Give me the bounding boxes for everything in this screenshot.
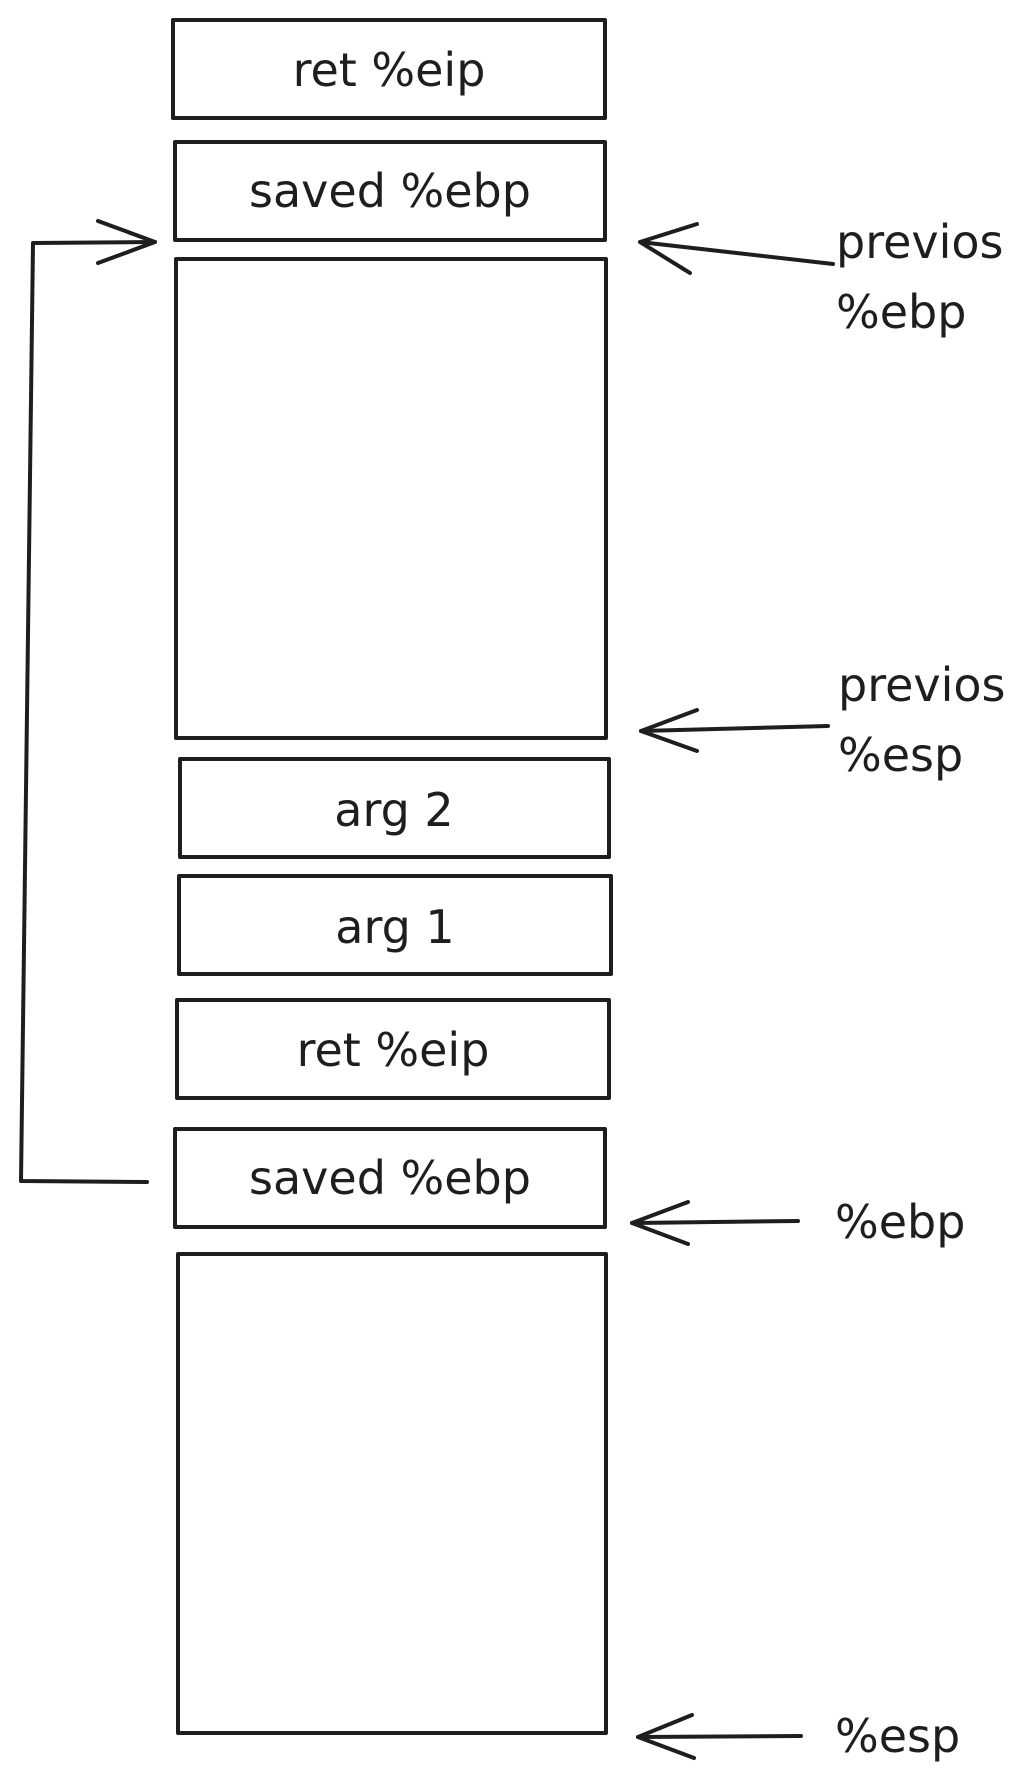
- pointer-arrow-ebp: [630, 1200, 800, 1246]
- pointer-label-previous-ebp-line-2: %ebp: [836, 285, 966, 339]
- slot-label-saved-ebp-lower: saved %ebp: [249, 1151, 531, 1205]
- pointer-label-esp-line-1: %esp: [835, 1709, 960, 1763]
- stack-slot-ret-eip-upper: ret %eip: [171, 18, 607, 120]
- saved-ebp-link-arrow: [19, 219, 157, 1184]
- slot-label-ret-eip-upper: ret %eip: [293, 43, 486, 97]
- pointer-arrow-previous-ebp: [638, 222, 835, 275]
- pointer-arrow-previous-esp: [639, 708, 830, 753]
- pointer-label-previous-esp: previos %esp: [838, 658, 1006, 782]
- pointer-label-previous-ebp: previos %ebp: [836, 215, 1004, 339]
- stack-slot-arg-2: arg 2: [178, 757, 611, 859]
- stack-slot-saved-ebp-lower: saved %ebp: [173, 1127, 607, 1229]
- stack-slot-prev-frame-locals: [174, 257, 608, 740]
- pointer-arrow-esp: [636, 1713, 803, 1760]
- pointer-label-ebp: %ebp: [835, 1195, 965, 1249]
- stack-slot-ret-eip-lower: ret %eip: [175, 998, 611, 1100]
- pointer-label-previous-esp-line-2: %esp: [838, 728, 963, 782]
- pointer-label-esp: %esp: [835, 1709, 960, 1763]
- pointer-label-previous-esp-line-1: previos: [838, 658, 1006, 712]
- stack-slot-arg-1: arg 1: [177, 874, 613, 976]
- stack-slot-saved-ebp-upper: saved %ebp: [173, 140, 607, 242]
- slot-label-arg-1: arg 1: [335, 900, 454, 954]
- pointer-label-previous-ebp-line-1: previos: [836, 215, 1004, 269]
- slot-label-saved-ebp-upper: saved %ebp: [249, 164, 531, 218]
- slot-label-ret-eip-lower: ret %eip: [297, 1023, 490, 1077]
- stack-column: ret %eip saved %ebp arg 2 arg 1 ret %eip…: [171, 18, 613, 1735]
- pointer-label-ebp-line-1: %ebp: [835, 1195, 965, 1249]
- slot-label-arg-2: arg 2: [334, 783, 453, 837]
- stack-slot-curr-frame-locals: [176, 1252, 608, 1735]
